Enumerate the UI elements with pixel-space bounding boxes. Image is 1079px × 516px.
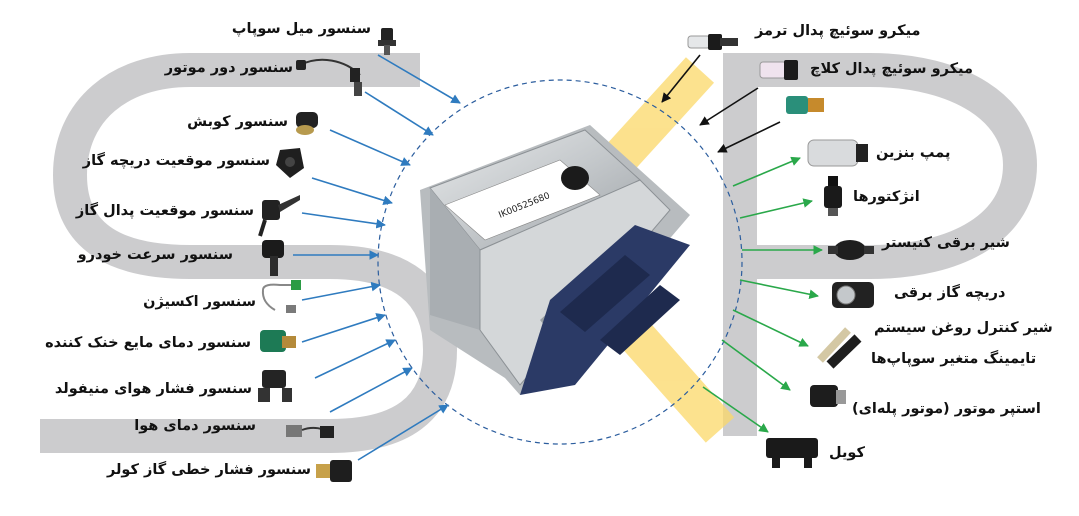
crankshaft-sensor-icon	[296, 58, 362, 96]
label-vehicle-speed-sensor: سنسور سرعت خودرو	[77, 247, 233, 263]
oil-control-valve-icon	[817, 327, 862, 369]
arrow-ect	[301, 313, 386, 343]
brake-switch-icon	[687, 34, 738, 50]
injector-icon	[824, 176, 842, 216]
air-temp-sensor-icon	[286, 425, 334, 438]
label-fuel-pump: پمپ بنزین	[876, 145, 951, 161]
camshaft-sensor-icon	[378, 28, 396, 55]
vehicle-speed-sensor-icon	[262, 240, 284, 276]
label-oil-control-valve-1: شیر کنترل روغن سیستم	[874, 320, 1053, 336]
label-crankshaft-sensor: سنسور دور موتور	[164, 60, 293, 76]
ecu-boundary-circle	[377, 79, 743, 445]
fuel-pump-icon	[807, 139, 868, 167]
arrow-coil	[702, 386, 769, 433]
label-clutch-switch: میکرو سوئیچ پدال کلاچ	[810, 61, 973, 77]
arrow-ac	[357, 404, 449, 461]
arrow-camshaft	[377, 54, 461, 104]
oxygen-sensor-icon	[261, 280, 301, 313]
clutch-switch-icon	[759, 60, 798, 80]
throttle-position-sensor-icon	[276, 148, 304, 178]
input-arrows	[293, 54, 461, 461]
stepper-motor-icon	[810, 385, 846, 407]
arrow-throttle	[739, 279, 819, 299]
arrow-knock	[329, 129, 411, 166]
canister-valve-icon	[828, 240, 874, 260]
arrow-brake-switch	[661, 54, 701, 103]
electronic-throttle-icon	[832, 282, 874, 308]
label-air-temp-sensor: سنسور دمای هوا	[134, 418, 256, 434]
label-stepper-motor: استپر موتور (موتور پله‌ای)	[852, 401, 1041, 417]
accelerator-pedal-sensor-icon	[258, 195, 300, 237]
ecu-icon: IK00525680	[420, 125, 690, 395]
arrow-o2	[301, 281, 381, 301]
label-canister-valve: شیر برقی کنیستر	[882, 235, 1010, 251]
arrow-injectors	[739, 198, 813, 219]
label-throttle-position-sensor: سنسور موقعیت دریچه گاز	[82, 153, 270, 169]
label-electronic-throttle: دریچه گاز برقی	[894, 285, 1006, 301]
label-ac-pressure-sensor: سنسور فشار خطی گاز کولر	[106, 462, 311, 478]
arrow-map	[314, 339, 396, 379]
label-knock-sensor: سنسور کوبش	[187, 114, 288, 130]
watermark-s	[40, 53, 458, 453]
label-accelerator-pedal-sensor: سنسور موقعیت پدال گاز	[75, 203, 254, 219]
label-ignition-coil: کویل	[829, 445, 865, 461]
arrow-clutch-switch-2	[717, 121, 781, 153]
label-injectors: انژکتورها	[853, 189, 920, 205]
arrow-iat	[329, 367, 413, 413]
label-camshaft-sensor: سنسور میل سوپاپ	[231, 21, 371, 37]
arrow-tps	[311, 177, 393, 206]
label-oxygen-sensor: سنسور اکسیژن	[143, 294, 256, 310]
ac-pressure-sensor-icon	[316, 460, 352, 482]
arrow-ocv	[732, 309, 809, 347]
label-map-sensor: سنسور فشار هوای منیفولد	[54, 381, 252, 397]
watermark-p	[723, 53, 1038, 436]
arrow-stepper	[721, 339, 791, 391]
arrow-clutch-switch	[699, 87, 759, 126]
label-oil-control-valve-2: تایمینگ متغیر سوپاپ‌ها	[871, 351, 1037, 367]
arrow-app	[301, 212, 386, 229]
arrow-fuel-pump	[732, 156, 801, 187]
coolant-temp-sensor-icon	[260, 330, 296, 352]
label-coolant-temp-sensor: سنسور دمای مایع خنک کننده	[45, 335, 251, 351]
output-arrows	[702, 156, 823, 433]
clutch-switch-icon-2	[786, 96, 824, 114]
knock-sensor-icon	[296, 112, 318, 135]
map-sensor-icon	[258, 370, 292, 402]
switch-arrows	[661, 54, 781, 153]
arrow-crankshaft	[364, 91, 434, 136]
ignition-coil-icon	[766, 438, 818, 468]
label-brake-switch: میکرو سوئیچ پدال ترمز	[755, 23, 921, 39]
